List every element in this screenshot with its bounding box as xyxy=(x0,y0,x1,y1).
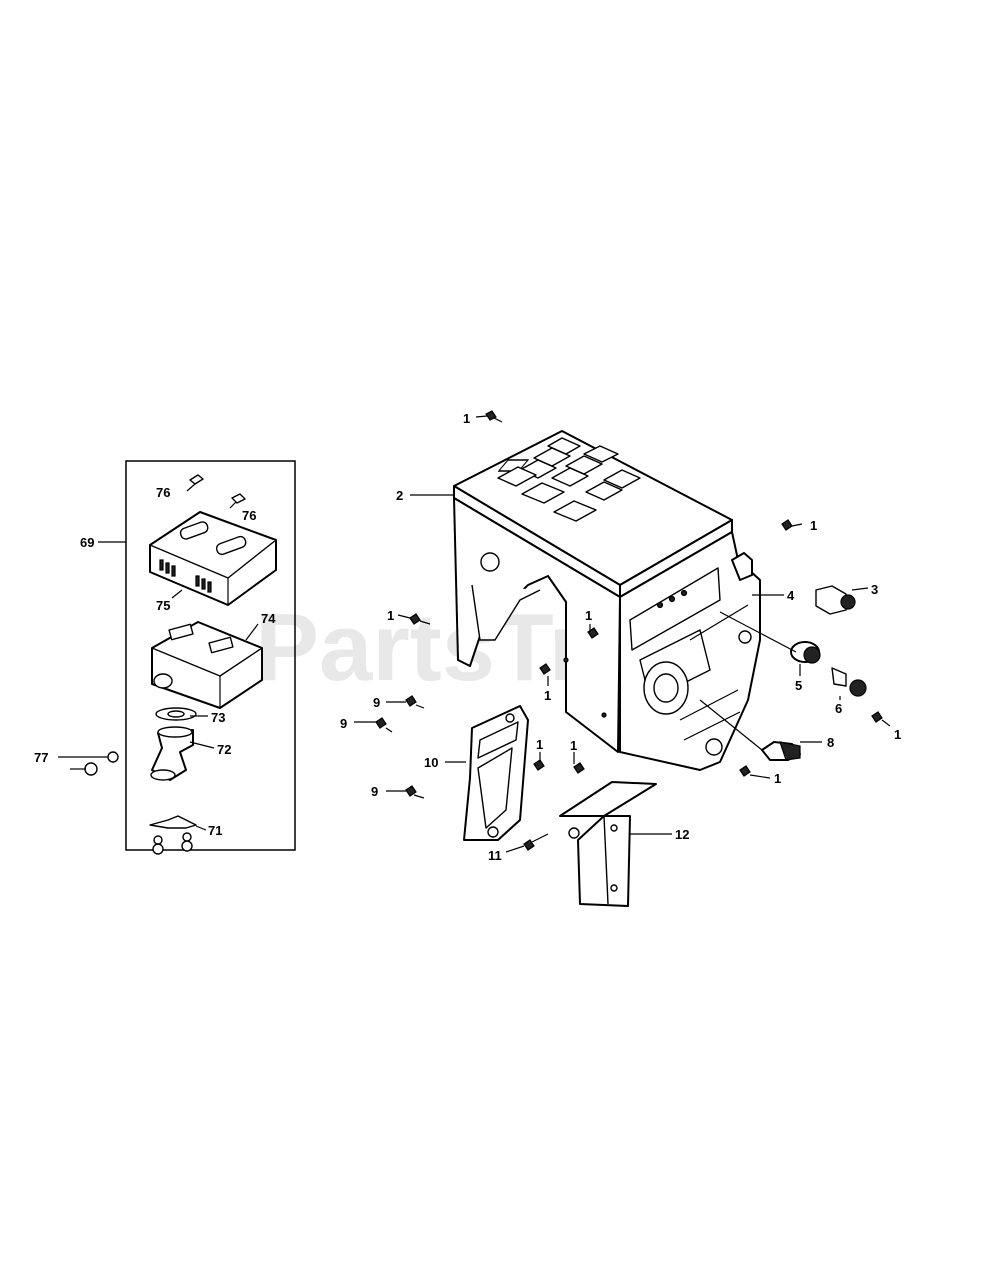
screw-part xyxy=(475,410,503,423)
muffler-body-part xyxy=(151,621,263,709)
callout-label: 12 xyxy=(675,827,689,842)
leader-line xyxy=(245,623,259,641)
gasket-part xyxy=(155,707,197,721)
screw-part xyxy=(505,833,549,853)
callout-label: 76 xyxy=(156,485,170,500)
callout-label: 5 xyxy=(795,678,802,693)
knob-part xyxy=(815,585,856,615)
callout-label: 73 xyxy=(211,710,225,725)
callout-label: 69 xyxy=(80,535,94,550)
screw-part xyxy=(739,765,771,779)
callout-label: 1 xyxy=(774,771,781,786)
inset-box xyxy=(125,460,296,851)
leader-line xyxy=(171,589,183,599)
callout-label: 9 xyxy=(340,716,347,731)
callout-label: 2 xyxy=(396,488,403,503)
callout-label: 1 xyxy=(536,737,543,752)
callout-label: 10 xyxy=(424,755,438,770)
housing-cover-part xyxy=(453,430,761,771)
callout-label: 74 xyxy=(261,611,276,626)
callout-label: 77 xyxy=(34,750,48,765)
exhaust-pipe-part xyxy=(150,726,194,781)
leader-line xyxy=(189,741,215,749)
mounting-plate-part xyxy=(559,781,657,907)
callout-label: 1 xyxy=(387,608,394,623)
callout-label: 3 xyxy=(871,582,878,597)
callout-label: 1 xyxy=(894,727,901,742)
screw-part xyxy=(587,624,599,639)
screw-part xyxy=(397,613,431,625)
callout-label: 1 xyxy=(810,518,817,533)
screw-part xyxy=(186,474,204,492)
muffler-cover-part xyxy=(149,511,277,606)
callout-label: 72 xyxy=(217,742,231,757)
leader-line xyxy=(719,611,797,653)
callout-label: 1 xyxy=(585,608,592,623)
callout-label: 6 xyxy=(835,701,842,716)
callout-label: 76 xyxy=(242,508,256,523)
callout-label: 8 xyxy=(827,735,834,750)
callout-label: 4 xyxy=(787,588,795,603)
screw-part xyxy=(386,695,425,709)
screw-part xyxy=(573,752,585,774)
nut-part xyxy=(70,751,119,776)
callout-label: 1 xyxy=(570,738,577,753)
screw-part xyxy=(781,519,803,531)
switch-part xyxy=(790,641,821,664)
screw-part xyxy=(539,663,551,686)
screw-part xyxy=(871,711,891,727)
knob-part xyxy=(831,667,867,697)
callout-label: 9 xyxy=(371,784,378,799)
callout-label: 9 xyxy=(373,695,380,710)
leader-line xyxy=(195,825,207,831)
leader-line xyxy=(851,587,869,591)
callout-label: 1 xyxy=(544,688,551,703)
callout-label: 71 xyxy=(208,823,222,838)
gasket-plate-part xyxy=(149,815,197,855)
callout-label: 11 xyxy=(488,848,502,863)
callout-label: 1 xyxy=(463,411,470,426)
screw-part xyxy=(533,752,545,771)
screw-part xyxy=(354,717,393,733)
callout-label: 75 xyxy=(156,598,170,613)
leader-line xyxy=(699,699,763,751)
screw-part xyxy=(386,785,425,799)
lever-part xyxy=(761,741,801,761)
bracket-part xyxy=(463,705,529,841)
screw-part xyxy=(229,493,246,509)
